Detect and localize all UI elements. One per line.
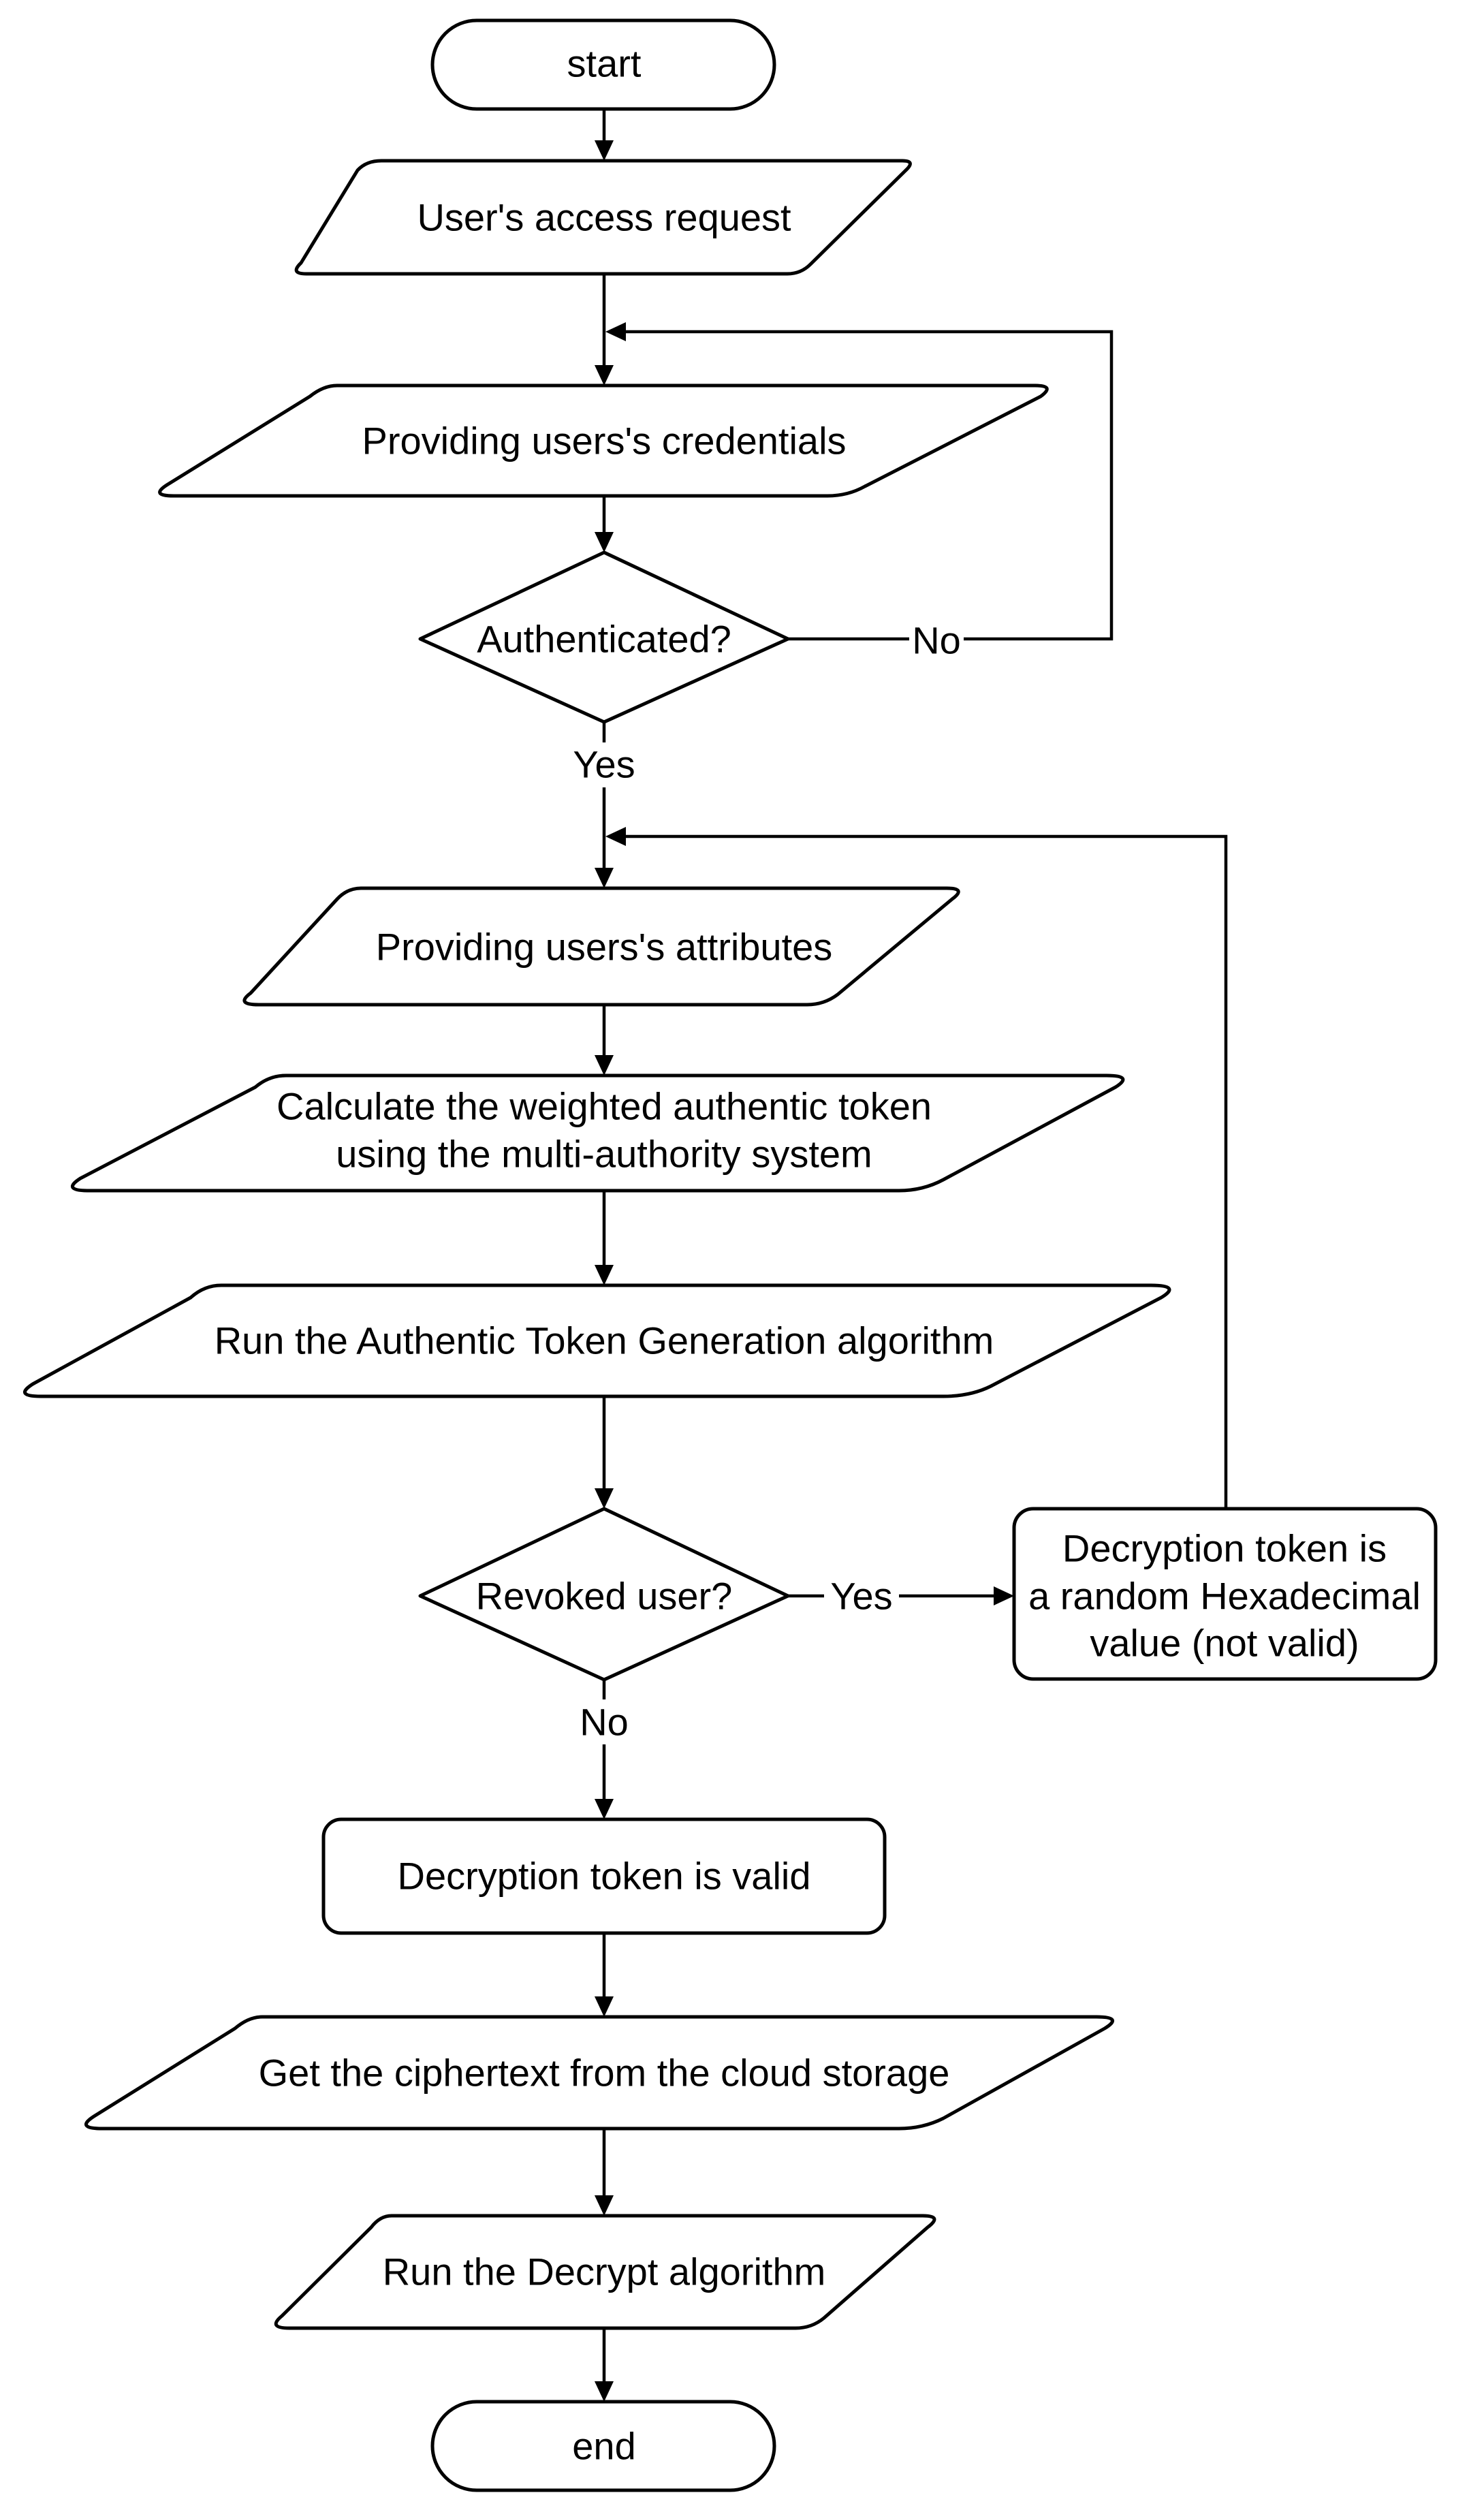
edge-label-revoked-yes: Yes: [830, 1575, 892, 1618]
attributes-node: Providing users's attributes: [242, 886, 960, 1007]
valid-token-node: Decryption token is valid: [321, 1817, 887, 1935]
credentials-label: Providing users's credentials: [362, 420, 846, 462]
end-terminator: end: [430, 2400, 776, 2492]
attributes-label: Providing users's attributes: [376, 926, 833, 969]
run-token-generation-node: Run the Authentic Token Generation algor…: [23, 1283, 1171, 1398]
edge-run-generation-to-revoked: [595, 1396, 614, 1509]
end-label: end: [572, 2425, 635, 2468]
run-decrypt-node: Run the Decrypt algorithm: [274, 2214, 936, 2330]
edge-label-authenticated-no: No: [912, 619, 961, 662]
authenticated-label: Authenticated?: [477, 618, 731, 661]
edge-access-request-to-credentials: [595, 274, 614, 386]
run-decrypt-label: Run the Decrypt algorithm: [383, 2250, 826, 2293]
get-ciphertext-node: Get the ciphertext from the cloud storag…: [84, 2015, 1114, 2131]
get-ciphertext-label: Get the ciphertext from the cloud storag…: [259, 2052, 950, 2095]
edge-label-revoked-no: No: [580, 1701, 629, 1744]
start-label: start: [567, 42, 642, 85]
invalid-token-node: Decryption token is a random Hexadecimal…: [1012, 1507, 1438, 1681]
revoked-label: Revoked user?: [476, 1575, 733, 1618]
calculate-token-node: Calculate the weighted authentic token u…: [71, 1073, 1125, 1193]
access-request-node: User's access request: [294, 159, 912, 276]
invalid-token-label-line3: value (not valid): [1090, 1622, 1359, 1665]
run-token-generation-label: Run the Authentic Token Generation algor…: [215, 1319, 994, 1362]
edge-invalid-loop-back: [605, 827, 1228, 1509]
edge-run-decrypt-to-end: [595, 2328, 614, 2402]
calculate-token-label-line2: using the multi-authority system: [336, 1133, 872, 1176]
revoked-decision: Revoked user?: [418, 1507, 790, 1682]
nodes: start User's access request Providing us…: [23, 18, 1438, 2492]
edge-revoked-yes-to-invalid: [788, 1586, 1014, 1605]
authenticated-decision: Authenticated?: [418, 550, 790, 724]
edge-label-authenticated-yes: Yes: [573, 743, 635, 786]
edge-attributes-to-calculate: [595, 1005, 614, 1076]
start-terminator: start: [430, 18, 776, 111]
edge-get-ciphertext-to-run-decrypt: [595, 2129, 614, 2216]
valid-token-label: Decryption token is valid: [398, 1855, 811, 1898]
invalid-token-label-line2: a random Hexadecimal: [1028, 1575, 1421, 1618]
edge-start-to-access-request: [595, 109, 614, 161]
invalid-token-label-line1: Decryption token is: [1062, 1527, 1387, 1570]
edge-calculate-to-run-generation: [595, 1191, 614, 1285]
edge-valid-to-get-ciphertext: [595, 1933, 614, 2017]
access-request-label: User's access request: [417, 196, 791, 239]
credentials-node: Providing users's credentials: [158, 383, 1049, 498]
edge-credentials-to-authenticated: [595, 496, 614, 552]
calculate-token-label-line1: Calculate the weighted authentic token: [277, 1085, 932, 1128]
edge-labels: No Yes Yes No: [572, 616, 964, 1744]
